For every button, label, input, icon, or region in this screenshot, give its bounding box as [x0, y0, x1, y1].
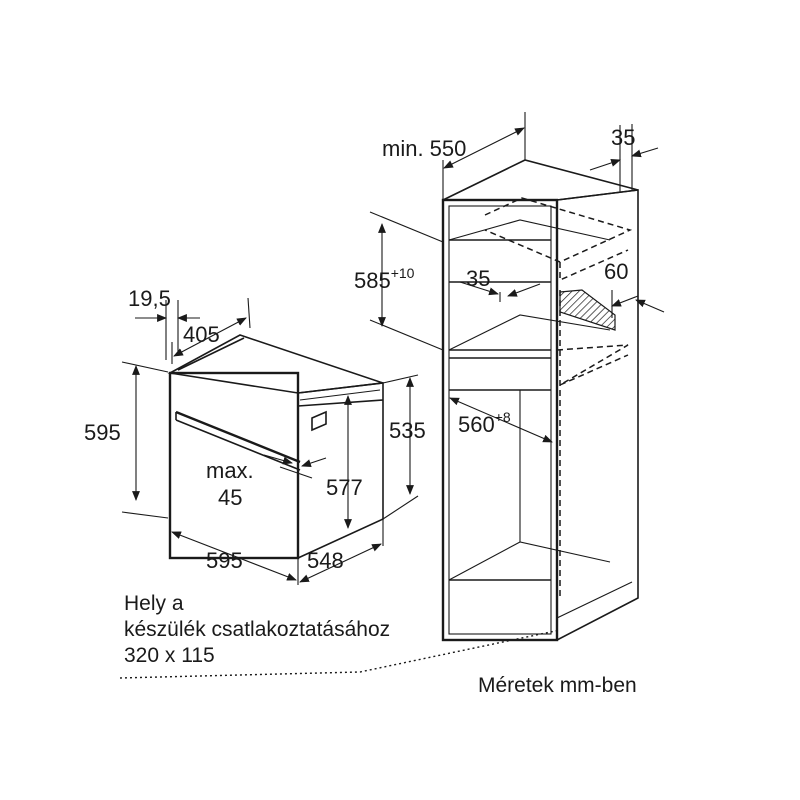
label-oven-front-width: 595 [206, 548, 243, 573]
label-niche-width: 560+8 [458, 409, 511, 437]
label-cabinet-min-depth: min. 550 [382, 136, 466, 161]
label-oven-top-depth: 405 [183, 322, 220, 347]
oven-drawing [121, 297, 419, 585]
niche-height-value: 585 [354, 268, 391, 293]
oven-handle [175, 410, 301, 464]
niche-width-value: 560 [458, 412, 495, 437]
connection-note-line3: 320 x 115 [124, 644, 215, 667]
label-oven-side-offset: 19,5 [128, 286, 171, 311]
ventilation-opening [559, 289, 616, 331]
oven-side [297, 382, 384, 559]
cabinet-drawing [369, 112, 665, 642]
units-note: Méretek mm-ben [478, 674, 637, 697]
connection-note-line1: Hely a [124, 592, 184, 615]
label-oven-depth: 548 [307, 548, 344, 573]
label-vent-width: 60 [604, 259, 628, 284]
label-vent-depth: 35 [466, 266, 490, 291]
label-oven-max-value: 45 [218, 485, 242, 510]
niche-height-tolerance: +10 [391, 265, 415, 281]
connection-leader [119, 629, 561, 679]
label-cabinet-rear-gap: 35 [611, 125, 635, 150]
label-oven-body-height: 535 [389, 418, 426, 443]
label-oven-height: 595 [84, 420, 121, 445]
niche-width-tolerance: +8 [495, 409, 511, 425]
label-niche-height: 585+10 [354, 265, 415, 293]
label-oven-max: max. [206, 458, 254, 483]
connection-note-line2: készülék csatlakoztatásához [124, 618, 390, 641]
label-oven-inner-height: 577 [326, 475, 363, 500]
